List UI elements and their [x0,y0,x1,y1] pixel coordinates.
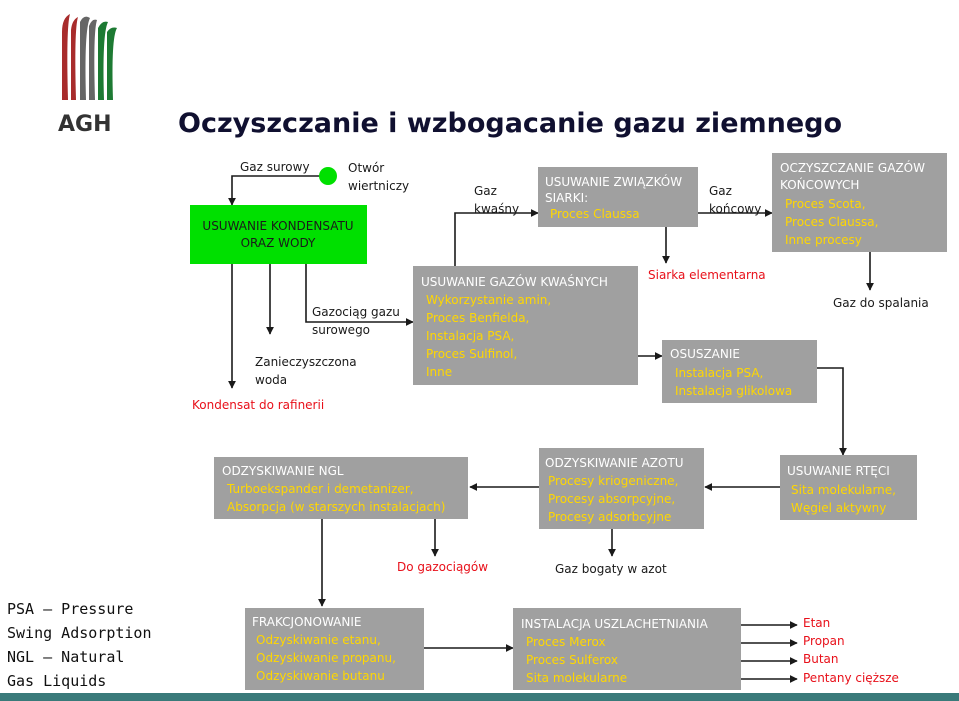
box-title: USUWANIE KONDENSATU [202,219,353,233]
label-pipeline: surowego [312,323,370,337]
box-item: Węgiel aktywny [791,501,886,515]
box-item: Procesy absorpcyjne, [548,492,675,506]
label-sour-gas: Gaz [474,184,497,198]
box-title: ODZYSKIWANIE NGL [222,464,344,478]
label-pipeline: Gazociąg gazu [312,305,400,319]
box-title: SIARKI: [545,191,588,205]
box-fractionation: FRAKCJONOWANIE Odzyskiwanie etanu, Odzys… [245,608,424,690]
box-title: FRAKCJONOWANIE [252,615,361,629]
footer-bar [0,693,959,701]
box-title: ORAZ WODY [241,236,316,250]
box-item: Absorpcja (w starszych instalacjach) [227,500,445,514]
box-item: Proces Merox [526,635,606,649]
label-condensate-refinery: Kondensat do rafinerii [192,398,324,412]
box-title: USUWANIE RTĘCI [787,464,890,478]
label-dirty-water: woda [255,373,287,387]
box-item: Turboekspander i demetanizer, [226,482,414,496]
box-title: KOŃCOWYCH [780,177,859,192]
product-item: Etan [803,616,830,630]
box-item: Proces Claussa [550,207,640,221]
wellhead-marker [319,167,337,185]
box-item: Instalacja glikolowa [675,384,792,398]
box-upgrading: INSTALACJA USZLACHETNIANIA Proces Merox … [513,608,741,690]
connectors [228,175,874,683]
logo-stripe [71,17,78,100]
arrow-sour-gas [454,209,539,266]
box-item: Sita molekularne [526,671,627,685]
box-title: OSUSZANIE [670,347,740,361]
product-item: Propan [803,634,845,648]
box-title: USUWANIE ZWIĄZKÓW [545,174,682,189]
logo-stripe [80,16,90,101]
legend-line: Gas Liquids [7,672,106,690]
abbreviation-legend: PSA – Pressure Swing Adsorption NGL – Na… [7,600,152,690]
logo-stripe [98,21,108,101]
box-item: Proces Sulferox [526,653,618,667]
agh-logo: AGH [58,14,117,137]
box-item: Odzyskiwanie butanu [256,669,385,683]
product-item: Butan [803,652,839,666]
label-well: Otwór [348,161,384,175]
box-item: Proces Scota, [785,197,866,211]
label-raw-gas: Gaz surowy [240,160,310,174]
logo-text: AGH [58,112,112,137]
label-tail-gas: końcowy [709,202,761,216]
label-burn-gas: Gaz do spalania [833,296,929,310]
page-title: Oczyszczanie i wzbogacanie gazu ziemnego [178,108,842,139]
box-item: Inne [426,365,452,379]
label-well: wiertniczy [348,179,409,193]
box-item: Proces Claussa, [785,215,878,229]
label-elemental-sulfur: Siarka elementarna [648,268,766,282]
arrow-to-mercury [817,367,847,456]
box-condensate: USUWANIE KONDENSATU ORAZ WODY [190,205,367,264]
box-item: Inne procesy [785,233,862,247]
label-dirty-water: Zanieczyszczona [255,355,357,369]
box-mercury-removal: USUWANIE RTĘCI Sita molekularne, Węgiel … [780,455,917,520]
product-item: Pentany cięższe [803,671,899,685]
box-item: Proces Sulfinol, [426,347,517,361]
box-title: ODZYSKIWANIE AZOTU [545,456,684,470]
arrow-pipeline [305,264,414,326]
legend-line: Swing Adsorption [7,624,152,642]
box-title: OCZYSZCZANIE GAZÓW [780,160,925,175]
box-item: Proces Benfielda, [426,311,529,325]
legend-line: PSA – Pressure [7,600,133,618]
arrow-raw-gas [228,175,325,206]
box-acid-gas-removal: USUWANIE GAZÓW KWAŚNYCH Wykorzystanie am… [413,266,638,385]
flow-labels: Gaz surowy Otwór wiertniczy Gaz kwaśny G… [192,160,929,576]
box-tail-gas-cleanup: OCZYSZCZANIE GAZÓW KOŃCOWYCH Proces Scot… [772,153,947,252]
box-item: Procesy adsorbcyjne [548,510,671,524]
box-item: Procesy kriogeniczne, [548,474,678,488]
box-item: Instalacja PSA, [675,366,763,380]
label-sour-gas: kwaśny [474,202,519,216]
label-nitrogen-rich-gas: Gaz bogaty w azot [555,562,667,576]
box-nitrogen-recovery: ODZYSKIWANIE AZOTU Procesy kriogeniczne,… [539,448,704,529]
box-ngl-recovery: ODZYSKIWANIE NGL Turboekspander i demeta… [214,457,468,519]
label-to-pipelines: Do gazociągów [397,560,488,574]
logo-stripe [89,19,97,101]
label-tail-gas: Gaz [709,184,732,198]
box-item: Instalacja PSA, [426,329,514,343]
logo-stripe [62,14,70,100]
box-item: Wykorzystanie amin, [426,293,551,307]
legend-line: NGL – Natural [7,648,124,666]
box-title: USUWANIE GAZÓW KWAŚNYCH [421,274,608,289]
box-item: Odzyskiwanie etanu, [256,633,381,647]
logo-stripe [107,27,117,100]
box-drying: OSUSZANIE Instalacja PSA, Instalacja gli… [662,340,817,403]
box-item: Odzyskiwanie propanu, [256,651,396,665]
products-list: Etan Propan Butan Pentany cięższe [803,616,899,685]
box-item: Sita molekularne, [791,483,896,497]
box-sulfur-removal: USUWANIE ZWIĄZKÓW SIARKI: Proces Claussa [538,167,698,227]
box-title: INSTALACJA USZLACHETNIANIA [521,617,709,631]
